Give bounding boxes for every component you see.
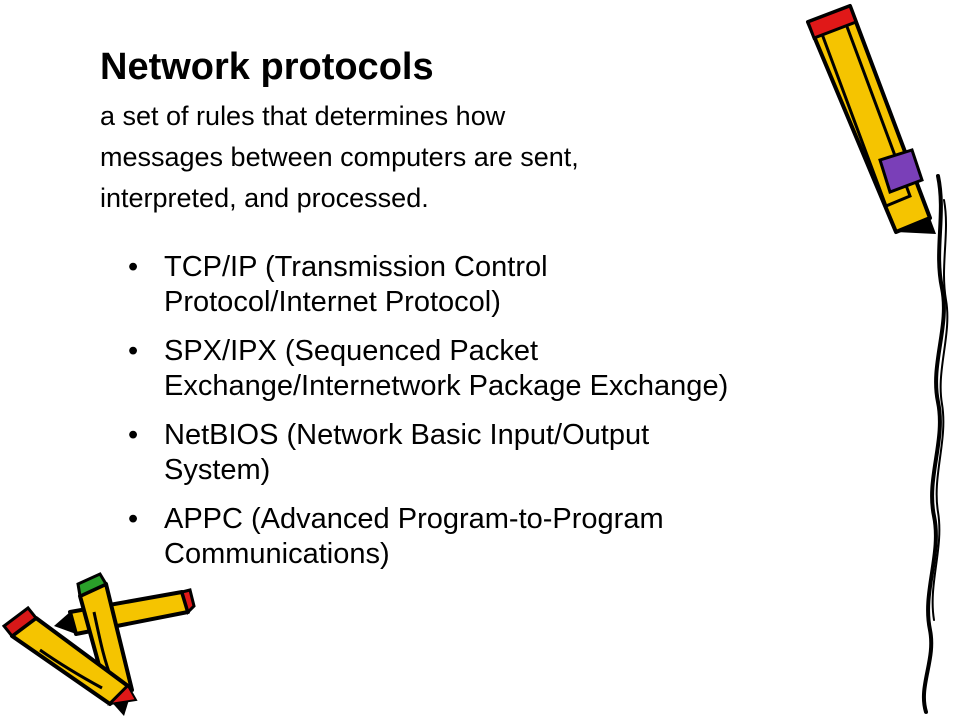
bullet-icon: • <box>128 419 139 451</box>
slide-subtitle: a set of rules that determines how messa… <box>100 96 740 219</box>
scribble-border-right <box>921 174 946 714</box>
list-item: • SPX/IPX (Sequenced Packet Exchange/Int… <box>128 334 908 404</box>
list-item-text: NetBIOS (Network Basic Input/Output <box>164 419 650 451</box>
bullet-icon: • <box>128 251 139 283</box>
bullet-icon: • <box>128 335 139 367</box>
list-item-text: TCP/IP (Transmission Control <box>164 251 548 283</box>
subtitle-line: messages between computers are sent, <box>100 142 579 172</box>
pencil-cluster-icon <box>1 572 196 716</box>
bullet-icon: • <box>128 503 139 535</box>
subtitle-line: interpreted, and processed. <box>100 183 429 213</box>
subtitle-line: a set of rules that determines how <box>100 101 506 131</box>
protocol-list: • TCP/IP (Transmission Control Protocol/… <box>128 250 908 586</box>
list-item-text: SPX/IPX (Sequenced Packet <box>164 335 538 367</box>
pencil-icon <box>806 4 936 234</box>
list-item-text: Exchange/Internetwork Package Exchange) <box>164 370 729 402</box>
list-item: • APPC (Advanced Program-to-Program Comm… <box>128 502 908 572</box>
list-item-text: Protocol/Internet Protocol) <box>164 286 501 318</box>
list-item-text: APPC (Advanced Program-to-Program <box>164 503 664 535</box>
slide-title: Network protocols <box>100 46 434 88</box>
list-item: • NetBIOS (Network Basic Input/Output Sy… <box>128 418 908 488</box>
list-item-text: Communications) <box>164 538 390 570</box>
list-item: • TCP/IP (Transmission Control Protocol/… <box>128 250 908 320</box>
list-item-text: System) <box>164 454 271 486</box>
